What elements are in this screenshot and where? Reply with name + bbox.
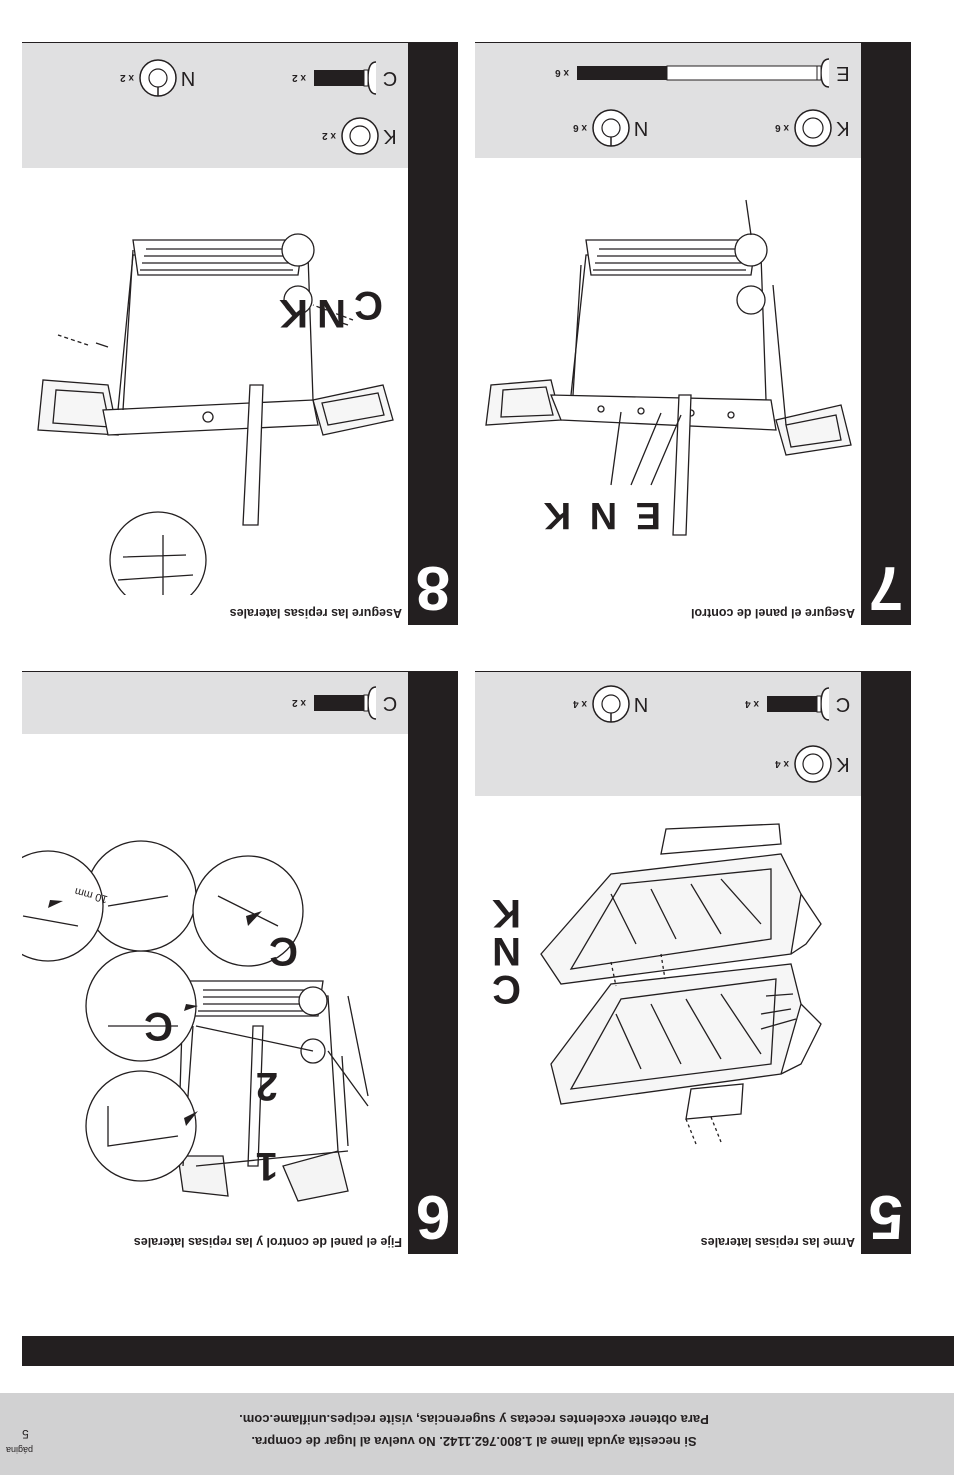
part-quantity: x 6 bbox=[573, 122, 587, 134]
parts-list: C x 2 bbox=[22, 672, 408, 734]
part-letter: K bbox=[383, 125, 397, 148]
part-lock-washer-n: N x 2 bbox=[120, 58, 198, 98]
part-quantity: x 2 bbox=[322, 130, 336, 142]
flat-washer-icon bbox=[794, 109, 832, 147]
step-title: Arme las repisas laterales bbox=[700, 1235, 855, 1249]
part-letter: K bbox=[836, 753, 850, 776]
parts-list: K x 2 C x 2 N x 2 bbox=[22, 43, 408, 168]
step-number: 8 bbox=[415, 553, 451, 622]
part-flat-washer-k: K x 2 bbox=[322, 116, 400, 156]
page-number: 5 bbox=[22, 1427, 29, 1441]
help-footer: Si necesita ayuda llame al 1.800.762.114… bbox=[0, 1393, 954, 1475]
callout-c-lower: C bbox=[265, 929, 298, 973]
callout-enk: E N K bbox=[539, 494, 661, 536]
parts-list: K x 4 C x 4 N x 4 bbox=[475, 672, 861, 796]
callout-k: K bbox=[488, 891, 521, 935]
help-phone-text: Si necesita ayuda llame al 1.800.762.114… bbox=[251, 1434, 697, 1449]
step-number-bar: 8 bbox=[408, 43, 458, 625]
part-quantity: x 4 bbox=[573, 698, 587, 710]
part-letter: N bbox=[633, 693, 649, 716]
callout-c: C bbox=[350, 283, 383, 327]
side-shelf-assembly-drawing: C N K bbox=[475, 794, 861, 1224]
footer-divider-bar bbox=[22, 1336, 954, 1366]
control-panel-secure-drawing: E N K bbox=[475, 165, 861, 595]
step-number: 5 bbox=[868, 1182, 904, 1251]
part-flat-washer-k: K x 6 bbox=[775, 108, 853, 148]
parts-list: K x 6 N x 6 E x 6 bbox=[475, 43, 861, 158]
part-lock-washer-n: N x 6 bbox=[573, 108, 651, 148]
part-quantity: x 6 bbox=[775, 122, 789, 134]
flat-washer-icon bbox=[341, 117, 379, 155]
step-title: Asegure las repisas laterales bbox=[229, 606, 402, 620]
callout-c-upper: C bbox=[140, 1004, 173, 1048]
step-6: 6 Fije el panel de control y las repisas… bbox=[0, 671, 458, 1254]
lock-washer-icon bbox=[139, 59, 177, 97]
control-panel-attach-drawing: 1 2 C C 10 mm bbox=[0, 746, 408, 1226]
callout-n: N bbox=[488, 929, 521, 973]
step-title: Asegure el panel de control bbox=[691, 606, 855, 620]
part-quantity: x 6 bbox=[555, 67, 569, 79]
callout-c: C bbox=[488, 967, 521, 1011]
part-bolt-c: C x 2 bbox=[292, 683, 400, 723]
step-number: 7 bbox=[868, 553, 904, 622]
part-bolt-c: C x 4 bbox=[745, 684, 853, 724]
step-7: 7 Asegure el panel de control bbox=[475, 42, 911, 625]
bolt-icon bbox=[314, 61, 377, 95]
part-letter: C bbox=[382, 67, 398, 90]
part-quantity: x 2 bbox=[292, 697, 306, 709]
step-8: 8 Asegure las repisas laterales bbox=[22, 42, 458, 625]
part-flat-washer-k: K x 4 bbox=[775, 744, 853, 784]
side-shelf-secure-drawing: C N K bbox=[22, 165, 408, 609]
part-letter: N bbox=[633, 117, 649, 140]
part-letter: C bbox=[835, 693, 851, 716]
part-lock-washer-n: N x 4 bbox=[573, 684, 651, 724]
long-bolt-icon bbox=[577, 58, 830, 88]
part-quantity: x 2 bbox=[292, 72, 306, 84]
step-number: 6 bbox=[415, 1182, 451, 1251]
step-title: Fije el panel de control y las repisas l… bbox=[133, 1235, 402, 1249]
callout-k: K bbox=[275, 291, 308, 335]
part-quantity: x 4 bbox=[775, 758, 789, 770]
callout-n: N bbox=[313, 291, 346, 335]
part-letter: N bbox=[180, 67, 196, 90]
part-quantity: x 4 bbox=[745, 698, 759, 710]
callout-2: 2 bbox=[251, 1064, 278, 1108]
bolt-icon bbox=[767, 687, 830, 721]
page-label: página bbox=[6, 1445, 34, 1455]
part-letter: K bbox=[836, 117, 850, 140]
lock-washer-icon bbox=[592, 109, 630, 147]
part-letter: E bbox=[836, 62, 850, 85]
callout-1: 1 bbox=[251, 1144, 278, 1188]
part-quantity: x 2 bbox=[120, 72, 134, 84]
step-number-bar: 5 bbox=[861, 672, 911, 1254]
step-number-bar: 7 bbox=[861, 43, 911, 625]
bolt-icon bbox=[314, 686, 377, 720]
lock-washer-icon bbox=[592, 685, 630, 723]
step-number-bar: 6 bbox=[408, 672, 458, 1254]
part-bolt-c: C x 2 bbox=[292, 58, 400, 98]
flat-washer-icon bbox=[794, 745, 832, 783]
part-long-bolt-e: E x 6 bbox=[555, 53, 853, 93]
recipes-text: Para obtener excelentes recetas y sugere… bbox=[239, 1412, 709, 1427]
step-5: 5 Arme las repisas laterales bbox=[475, 671, 911, 1254]
part-letter: C bbox=[382, 692, 398, 715]
